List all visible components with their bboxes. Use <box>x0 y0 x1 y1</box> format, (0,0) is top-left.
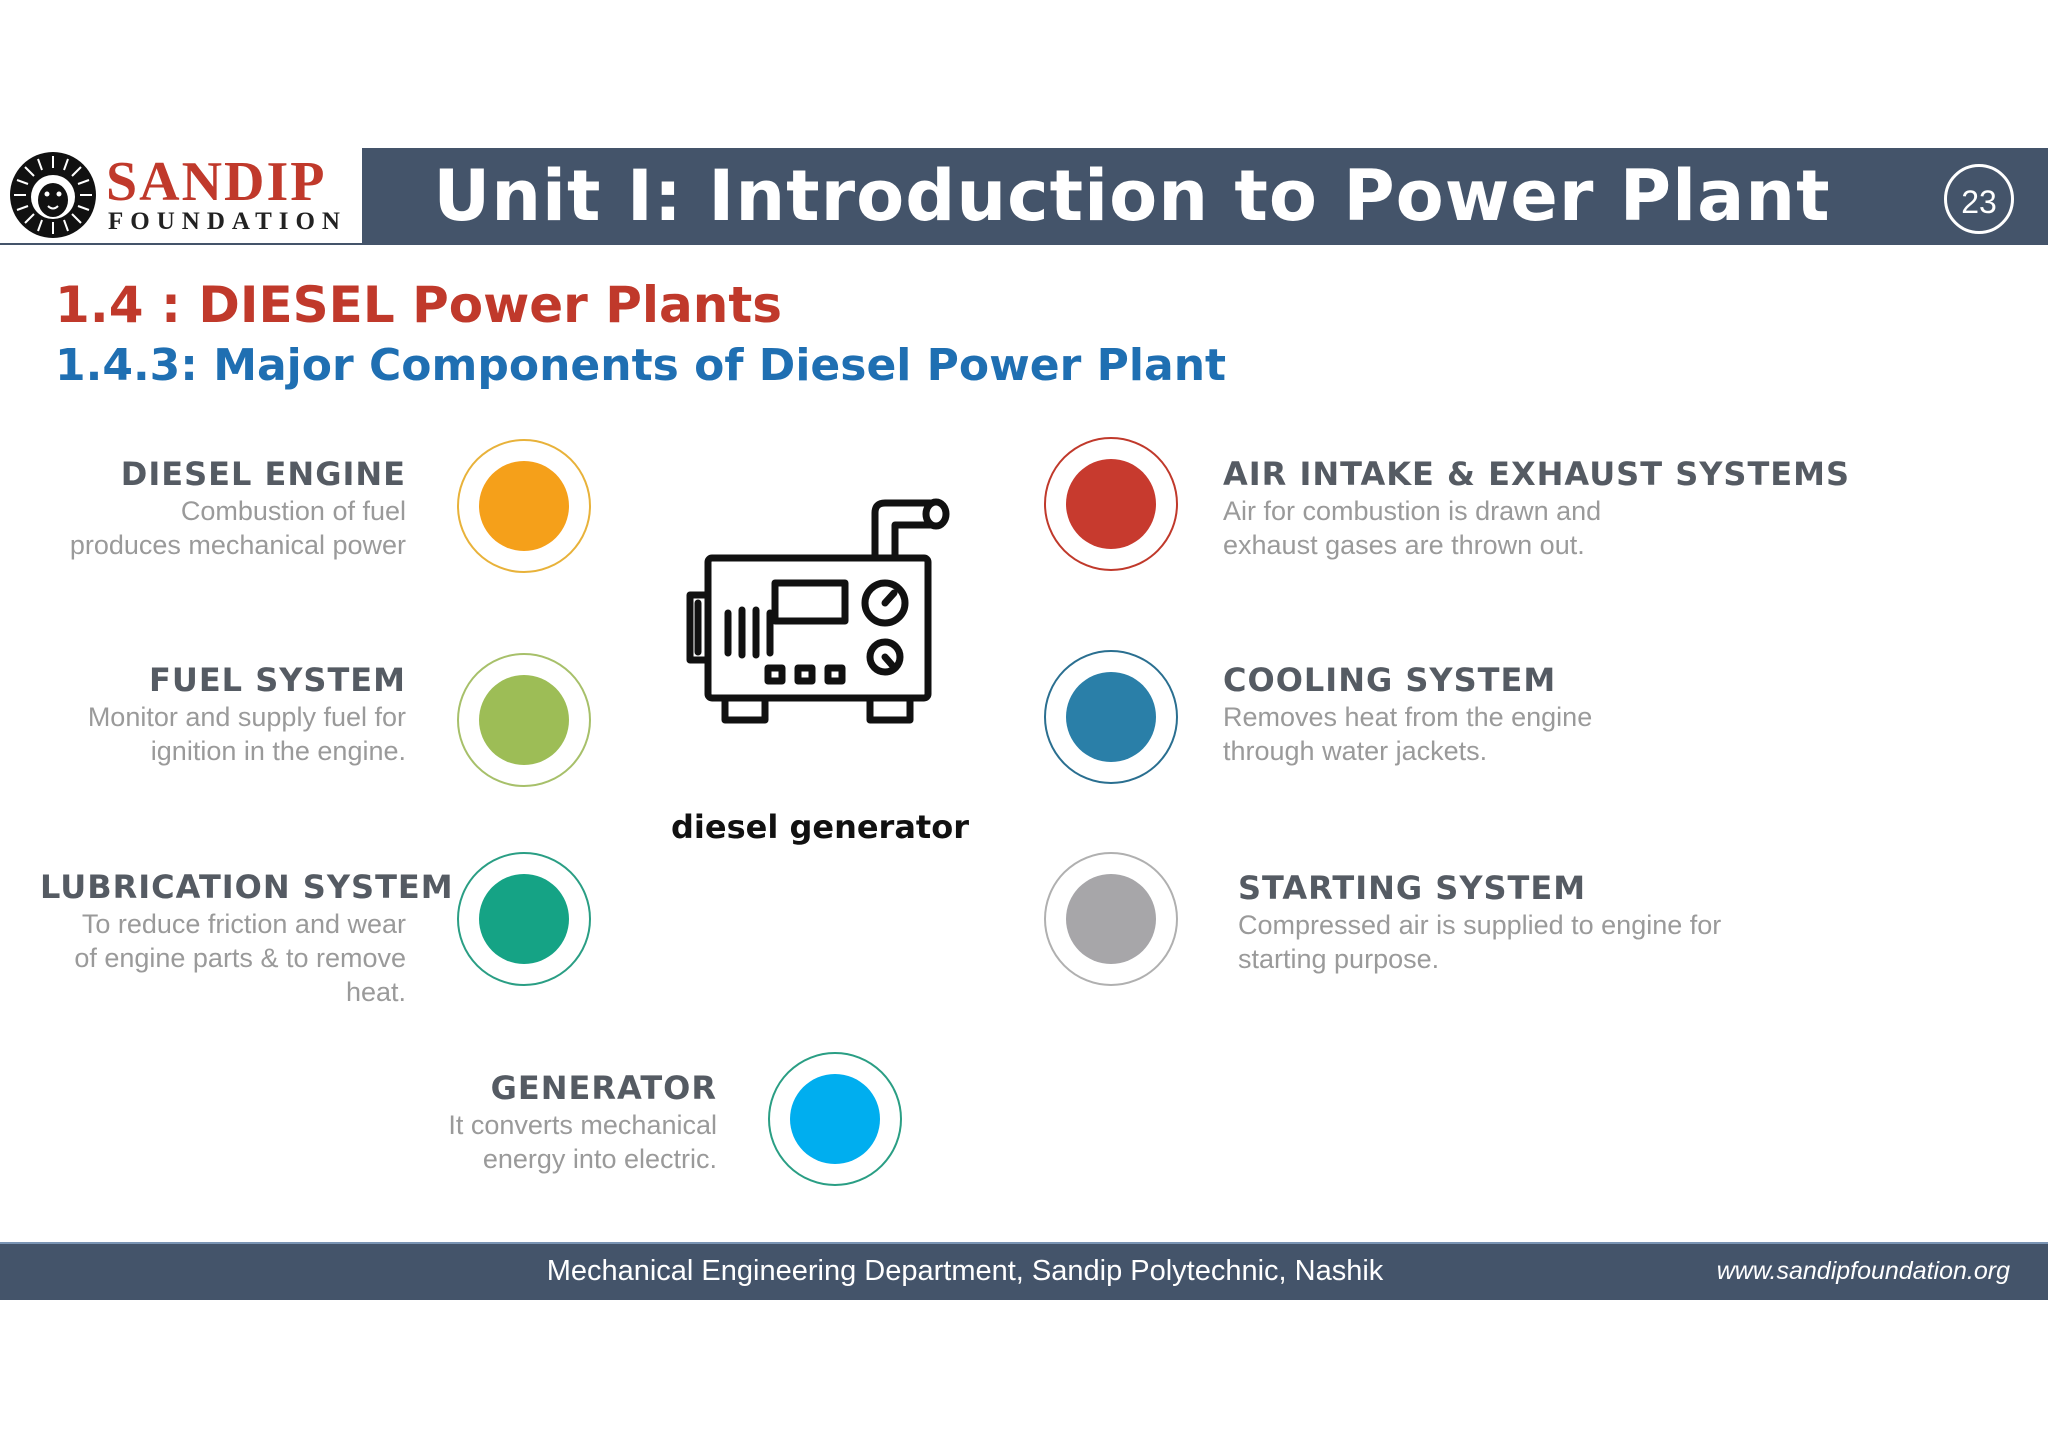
generator-desc-line-2: energy into electric. <box>482 1144 717 1174</box>
footer-bar <box>0 1242 2048 1300</box>
diesel-engine-desc-line-1: Combustion of fuel <box>180 496 406 526</box>
diesel-engine-desc-line-2: produces mechanical power <box>69 530 406 560</box>
diesel-engine-dot <box>479 461 569 551</box>
diesel-engine-title: DIESEL ENGINE <box>120 455 406 493</box>
generator-desc-line-1: It converts mechanical <box>448 1110 717 1140</box>
lubrication-system-desc-line-2: of engine parts & to remove <box>74 943 406 973</box>
generator-ring <box>768 1052 902 1186</box>
footer-url[interactable]: www.sandipfoundation.org <box>1716 1257 2010 1285</box>
fuel-system-text: FUEL SYSTEM Monitor and supply fuel for … <box>40 660 406 768</box>
lubrication-system-ring <box>457 852 591 986</box>
cooling-system-desc-line-1: Removes heat from the engine <box>1223 702 1593 732</box>
air-intake-dot <box>1066 459 1156 549</box>
starting-system-ring <box>1044 852 1178 986</box>
fuel-system-desc-line-1: Monitor and supply fuel for <box>87 702 406 732</box>
generator-dot <box>790 1074 880 1164</box>
lubrication-system-desc-line-1: To reduce friction and wear <box>81 909 406 939</box>
cooling-system-text: COOLING SYSTEM Removes heat from the eng… <box>1223 660 1823 768</box>
cooling-system-ring <box>1044 650 1178 784</box>
generator-text: GENERATOR It converts mechanical energy … <box>360 1068 717 1176</box>
section-heading: 1.4 : DIESEL Power Plants <box>55 276 783 334</box>
air-intake-title: AIR INTAKE & EXHAUST SYSTEMS <box>1223 455 1851 493</box>
diesel-engine-text: DIESEL ENGINE Combustion of fuel produce… <box>40 454 406 562</box>
page-number: 23 <box>1944 164 2014 234</box>
starting-system-desc-line-2: starting purpose. <box>1238 944 1440 974</box>
logo-name: SANDIP <box>106 151 327 213</box>
diesel-generator-icon <box>686 498 950 724</box>
fuel-system-dot <box>479 675 569 765</box>
slide-title: Unit I: Introduction to Power Plant <box>433 155 1831 237</box>
starting-system-dot <box>1066 874 1156 964</box>
air-intake-ring <box>1044 437 1178 571</box>
lubrication-system-desc-line-3: heat. <box>345 977 406 1007</box>
lion-emblem-icon <box>10 152 96 238</box>
header-bar <box>362 148 2048 245</box>
diesel-engine-ring <box>457 439 591 573</box>
fuel-system-desc-line-2: ignition in the engine. <box>150 736 406 766</box>
subsection-heading: 1.4.3: Major Components of Diesel Power … <box>55 340 1227 391</box>
fuel-system-ring <box>457 653 591 787</box>
air-intake-text: AIR INTAKE & EXHAUST SYSTEMS Air for com… <box>1223 454 1851 562</box>
lubrication-system-dot <box>479 874 569 964</box>
starting-system-text: STARTING SYSTEM Compressed air is suppli… <box>1238 868 1858 976</box>
lubrication-system-text: LUBRICATION SYSTEM To reduce friction an… <box>40 867 454 1009</box>
starting-system-title: STARTING SYSTEM <box>1238 869 1587 907</box>
footer-department: Mechanical Engineering Department, Sandi… <box>546 1255 1384 1287</box>
lubrication-system-title: LUBRICATION SYSTEM <box>40 868 454 906</box>
cooling-system-title: COOLING SYSTEM <box>1223 661 1557 699</box>
air-intake-desc-line-2: exhaust gases are thrown out. <box>1223 530 1585 560</box>
logo-subtitle: FOUNDATION <box>108 208 347 235</box>
diesel-generator-caption: diesel generator <box>671 808 969 846</box>
starting-system-desc-line-1: Compressed air is supplied to engine for <box>1238 910 1722 940</box>
fuel-system-title: FUEL SYSTEM <box>148 661 406 699</box>
cooling-system-desc-line-2: through water jackets. <box>1223 736 1488 766</box>
air-intake-desc-line-1: Air for combustion is drawn and <box>1223 496 1602 526</box>
generator-title: GENERATOR <box>490 1069 717 1107</box>
cooling-system-dot <box>1066 672 1156 762</box>
